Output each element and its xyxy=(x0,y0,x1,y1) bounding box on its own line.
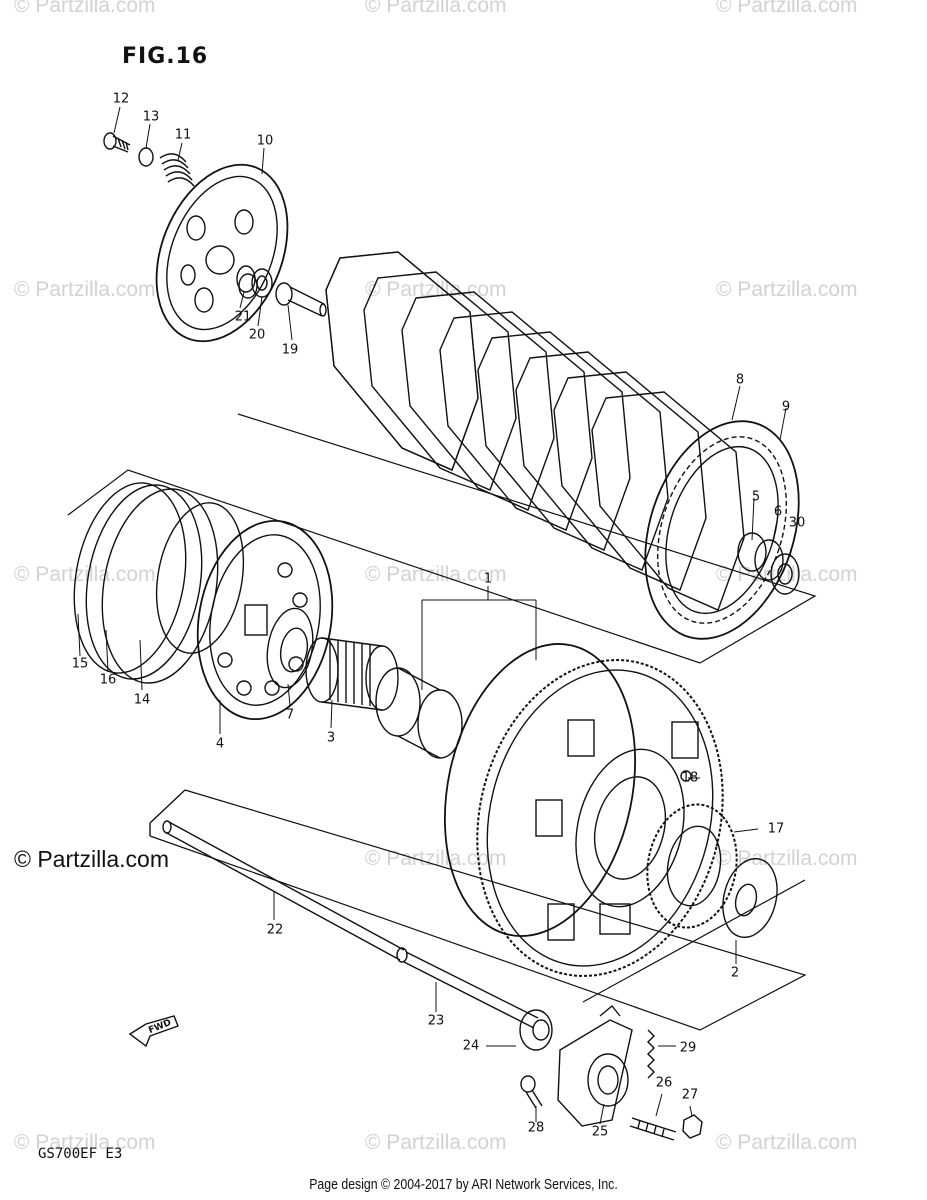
callout-19: 19 xyxy=(281,342,299,358)
watermark: © Partzilla.com xyxy=(365,563,507,586)
part-15-16-14-rings xyxy=(73,482,219,684)
callout-28: 28 xyxy=(527,1120,545,1136)
watermark: © Partzilla.com xyxy=(14,563,156,586)
part-29-spring xyxy=(647,1029,655,1079)
basket-group-outline xyxy=(149,789,807,1031)
watermark: © Partzilla.com xyxy=(716,847,858,870)
watermark: © Partzilla.com xyxy=(365,847,507,870)
plate-group-outline xyxy=(67,413,817,664)
fwd-arrow-icon xyxy=(128,1015,179,1048)
callout-24: 24 xyxy=(462,1038,480,1054)
callout-2: 2 xyxy=(730,965,740,981)
page-footer: Page design © 2004-2017 by ARI Network S… xyxy=(309,1176,618,1193)
part-23-push-rod xyxy=(403,951,539,1029)
part-12-bolt xyxy=(103,132,131,153)
clutch-plate xyxy=(515,351,669,571)
callout-18: 18 xyxy=(681,770,699,786)
part-22-push-rod xyxy=(162,820,408,963)
callout-26: 26 xyxy=(655,1075,673,1091)
callout-17: 17 xyxy=(767,821,785,837)
part-19-push-piece xyxy=(275,282,327,317)
part-10-pressure-plate xyxy=(155,163,289,343)
callout-22: 22 xyxy=(266,922,284,938)
part-4-sleeve-hub xyxy=(155,502,334,721)
callout-21: 21 xyxy=(234,309,252,325)
watermark: © Partzilla.com xyxy=(716,278,858,301)
part-21-washer xyxy=(236,265,256,293)
callout-15: 15 xyxy=(71,656,89,672)
callout-4: 4 xyxy=(215,736,225,752)
callout-23: 23 xyxy=(427,1013,445,1029)
callout-30: 30 xyxy=(788,515,806,531)
watermark: © Partzilla.com xyxy=(14,278,156,301)
part-17-oil-pump-gear xyxy=(646,803,738,929)
watermark: © Partzilla.com xyxy=(365,278,507,301)
watermark: © Partzilla.com xyxy=(365,0,507,17)
clutch-plate xyxy=(439,311,593,531)
basket-spacer xyxy=(375,667,463,759)
clutch-plates-stack xyxy=(325,251,479,471)
callout-6: 6 xyxy=(773,504,783,520)
watermark: © Partzilla.com xyxy=(716,563,858,586)
part-28-screw xyxy=(520,1075,543,1109)
watermark: © Partzilla.com xyxy=(716,1131,858,1154)
part-24-oil-seal xyxy=(519,1009,553,1051)
clutch-plate xyxy=(325,251,479,471)
callout-16: 16 xyxy=(99,672,117,688)
part-7-thrust-washer xyxy=(266,607,314,689)
callout-8: 8 xyxy=(735,372,745,388)
callout-25: 25 xyxy=(591,1124,609,1140)
brand-label: © Partzilla.com xyxy=(14,846,169,872)
callout-5: 5 xyxy=(751,489,761,505)
clutch-plate xyxy=(401,291,555,511)
callout-29: 29 xyxy=(679,1040,697,1056)
part-2-washer xyxy=(722,857,778,939)
part-1-primary-driven-gear xyxy=(443,643,724,977)
callout-20: 20 xyxy=(248,327,266,343)
part-13-washer xyxy=(138,147,154,167)
callout-3: 3 xyxy=(326,730,336,746)
callout-27: 27 xyxy=(681,1087,699,1103)
callout-14: 14 xyxy=(133,692,151,708)
watermark: © Partzilla.com xyxy=(14,1131,156,1154)
callout-13: 13 xyxy=(142,109,160,125)
watermark: © Partzilla.com xyxy=(14,0,156,17)
clutch-plate xyxy=(477,331,631,551)
clutch-plate xyxy=(591,391,745,611)
callout-1: 1 xyxy=(483,571,493,587)
callout-7: 7 xyxy=(285,707,295,723)
model-label: GS700EF E3 xyxy=(38,1146,123,1162)
watermark: © Partzilla.com xyxy=(716,0,858,17)
callout-9: 9 xyxy=(781,399,791,415)
figure-title: FIG.16 xyxy=(122,44,209,69)
watermark: © Partzilla.com xyxy=(365,1131,507,1154)
part-5-6-30-nut-washer xyxy=(737,532,800,595)
part-3-needle-bearing xyxy=(305,637,399,711)
part-11-spring xyxy=(159,153,195,187)
part-25-release-assembly xyxy=(557,1005,633,1127)
callout-12: 12 xyxy=(112,91,130,107)
callout-10: 10 xyxy=(256,133,274,149)
leader-lines xyxy=(77,106,797,1125)
callout-11: 11 xyxy=(174,127,192,143)
part-26-adjust-screw xyxy=(629,1117,677,1141)
part-27-nut xyxy=(682,1114,703,1139)
clutch-plates xyxy=(325,251,745,611)
clutch-plate xyxy=(363,271,517,491)
clutch-plate xyxy=(553,371,707,591)
